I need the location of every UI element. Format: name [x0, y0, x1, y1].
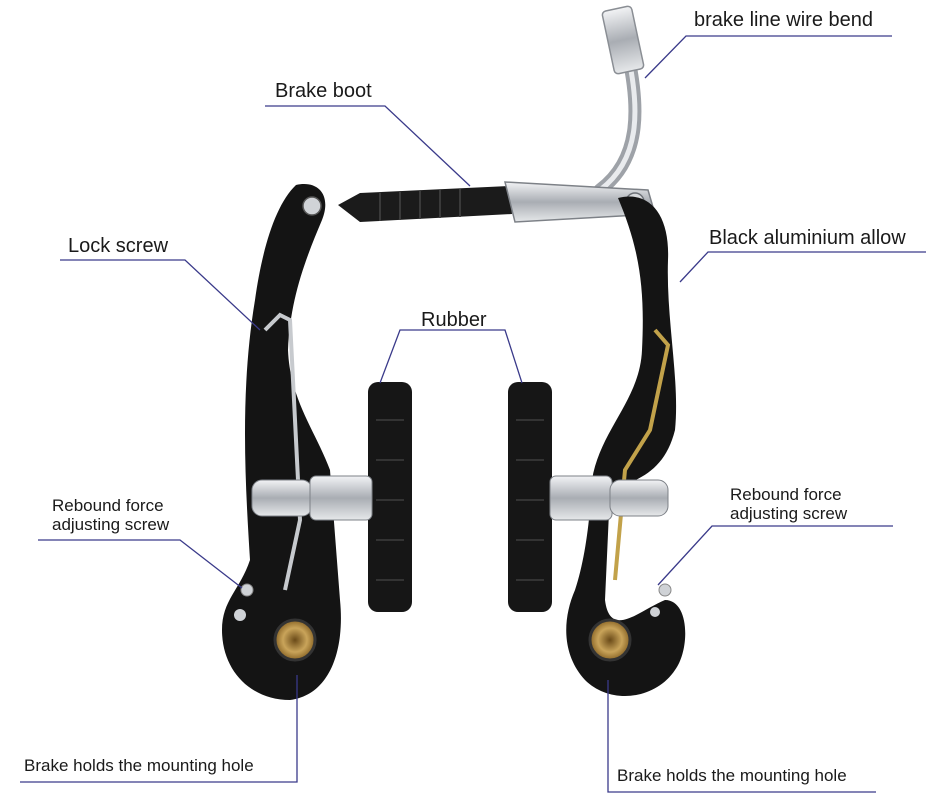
leader-lines: [20, 35, 926, 793]
label-rebound-right: Rebound force adjusting screw: [730, 485, 848, 523]
right-brake-pad: [508, 382, 552, 612]
leader-lock-screw: [60, 259, 261, 331]
brake-boot: [338, 186, 512, 222]
leader-mount-right: [607, 680, 876, 793]
label-rebound-left: Rebound force adjusting screw: [52, 496, 170, 534]
left-brake-pad: [368, 382, 412, 612]
label-lock-screw: Lock screw: [68, 235, 169, 257]
label-mount-left: Brake holds the mounting hole: [24, 756, 254, 775]
wire-bend: [593, 5, 645, 197]
leader-brake-boot: [265, 105, 471, 187]
left-pad-post: [251, 475, 373, 521]
label-brake-boot: Brake boot: [275, 80, 372, 102]
right-pad-post: [549, 475, 669, 521]
label-rubber: Rubber: [421, 309, 487, 331]
label-wire-bend: brake line wire bend: [694, 9, 873, 31]
leader-mount-left: [20, 675, 298, 783]
leader-aluminium: [679, 251, 926, 283]
left-arm: [222, 184, 341, 700]
label-aluminium: Black aluminium allow: [709, 227, 906, 249]
leader-wire-bend: [644, 35, 892, 79]
label-mount-right: Brake holds the mounting hole: [617, 766, 847, 785]
label-rebound-right-line2: adjusting screw: [730, 503, 848, 523]
label-rebound-right-line1: Rebound force: [730, 485, 842, 504]
leader-rubber: [379, 329, 523, 384]
leader-rebound-left: [38, 539, 243, 589]
right-arm: [566, 196, 686, 697]
label-rebound-left-line1: Rebound force: [52, 496, 164, 515]
leader-rebound-right: [657, 525, 893, 586]
label-rebound-left-line2: adjusting screw: [52, 514, 170, 534]
